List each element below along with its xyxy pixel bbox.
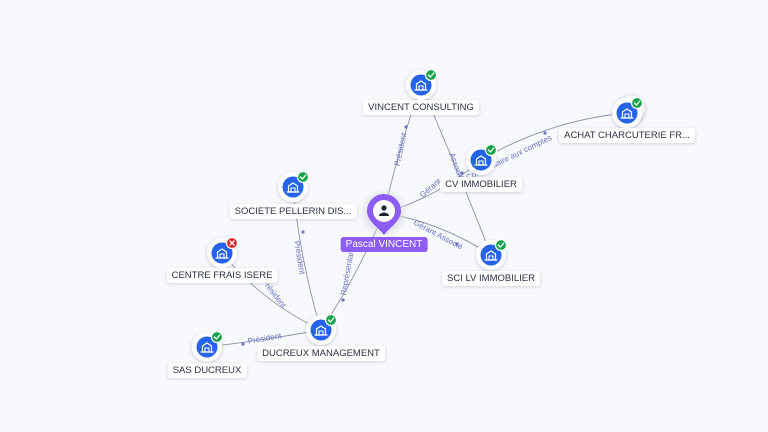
edge-label: Président: [292, 240, 307, 276]
company-label[interactable]: SCI LV IMMOBILIER: [442, 271, 540, 286]
company-node-societe-pellerin[interactable]: [278, 170, 310, 203]
company-label[interactable]: ACHAT CHARCUTERIE FR...: [559, 128, 695, 143]
person-label[interactable]: Pascal VINCENT: [340, 237, 428, 252]
building-icon: [200, 342, 214, 353]
status-check-icon: [210, 330, 224, 344]
company-label[interactable]: CV IMMOBILIER: [440, 177, 522, 192]
edge-label: Représentant: [339, 246, 356, 296]
building-icon: [286, 182, 300, 193]
edge-label: Président: [393, 131, 409, 167]
building-icon: [620, 108, 634, 119]
company-node-sci-lv-immobilier[interactable]: [476, 238, 508, 271]
person-pin-inner: [373, 200, 395, 222]
company-label[interactable]: SOCIETE PELLERIN DIS...: [229, 204, 357, 219]
edge-line: [292, 186, 322, 331]
edge-arrow: [543, 131, 547, 135]
building-icon: [215, 248, 229, 259]
company-label[interactable]: CENTRE FRAIS ISERE: [166, 268, 278, 283]
edge-arrow: [404, 125, 408, 129]
company-node-sas-ducreux[interactable]: [192, 330, 224, 363]
company-label[interactable]: SAS DUCREUX: [167, 363, 247, 378]
company-node-cv-immobilier[interactable]: [466, 143, 498, 176]
status-check-icon: [324, 313, 338, 327]
edge-arrow: [455, 242, 459, 246]
status-check-icon: [630, 96, 644, 110]
status-check-icon: [424, 68, 438, 82]
edge-arrow: [241, 342, 245, 346]
building-icon: [414, 80, 428, 91]
status-closed-icon: [225, 236, 239, 250]
status-check-icon: [296, 170, 310, 184]
person-node[interactable]: [358, 187, 410, 239]
building-icon: [314, 325, 328, 336]
edge-arrow: [460, 171, 464, 175]
status-check-icon: [494, 238, 508, 252]
company-node-centre-frais-isere[interactable]: [207, 236, 239, 269]
user-icon: [379, 205, 389, 216]
edge-line: [480, 112, 628, 161]
company-label[interactable]: VINCENT CONSULTING: [363, 100, 479, 115]
building-icon: [474, 155, 488, 166]
company-node-achat-charcuterie[interactable]: [612, 94, 646, 128]
edge-sas-ducreux: Président: [206, 329, 322, 348]
company-node-vincent-consulting[interactable]: [406, 68, 438, 101]
status-check-icon: [484, 143, 498, 157]
edge-arrow: [301, 230, 305, 234]
company-label[interactable]: DUCREUX MANAGEMENT: [257, 346, 385, 361]
company-node-ducreux-management[interactable]: [306, 313, 338, 346]
building-icon: [484, 250, 498, 261]
edge-label: Président: [247, 331, 283, 346]
edge-arrow: [341, 298, 345, 302]
